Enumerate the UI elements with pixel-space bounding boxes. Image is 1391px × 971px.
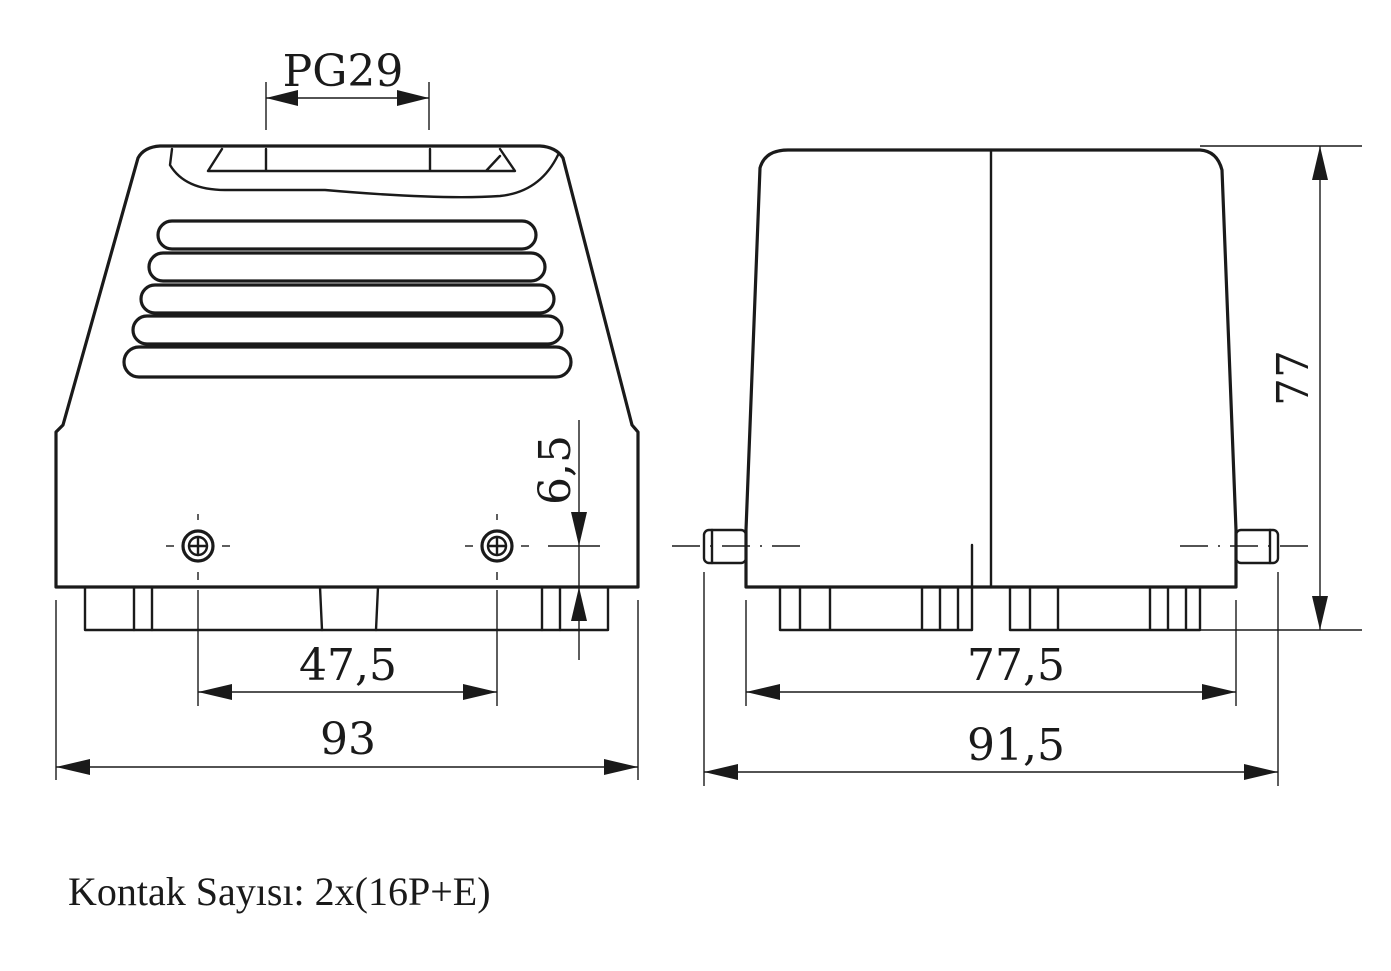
rib-1 [156,219,538,251]
dim-93: 93 [320,714,376,765]
dim-6-5: 6,5 [530,435,581,505]
front-insert-details [132,585,562,632]
contact-count-caption: Kontak Sayısı: 2x(16P+E) [68,869,491,914]
dim-91-5: 91,5 [967,720,1065,771]
cable-entry-recess [168,147,560,199]
bolt-right [465,514,600,580]
dim-77: 77 [1268,350,1319,406]
front-hood-outline [54,144,640,589]
dim-pg29: PG29 [283,46,404,97]
rib-5 [122,345,573,379]
dim-47-5: 47,5 [299,640,397,691]
side-insert-left [778,585,974,632]
rib-3 [139,283,556,315]
bolt-left [166,514,230,580]
front-view [54,144,640,632]
side-dimensions: 77 77,5 91,5 [703,145,1362,786]
rib-4 [131,314,564,346]
side-insert-right [1008,585,1202,632]
front-dimensions: PG29 93 47,5 6,5 [55,46,639,780]
side-view [672,148,1310,632]
cable-entry-inner [206,147,517,173]
rib-2 [147,251,547,283]
dim-77-5: 77,5 [967,640,1065,691]
front-insert [83,585,610,632]
side-hood-outline [744,148,1238,589]
